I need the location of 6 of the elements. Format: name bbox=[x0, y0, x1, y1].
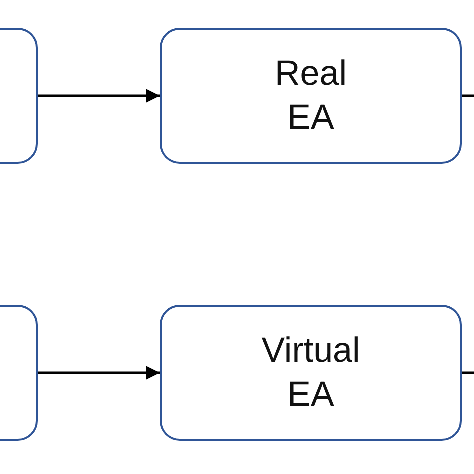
arrow bbox=[38, 366, 160, 380]
process-box bbox=[160, 305, 462, 441]
process-box bbox=[160, 28, 462, 164]
box-label: Virtual EA bbox=[262, 330, 360, 416]
box-label: Real EA bbox=[275, 53, 347, 139]
arrow bbox=[38, 89, 160, 103]
